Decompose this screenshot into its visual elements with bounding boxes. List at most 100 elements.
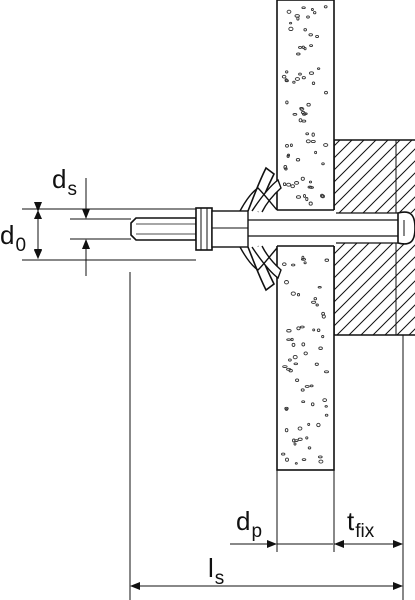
wall-speckle [301, 458, 307, 461]
wall-speckle [315, 303, 319, 307]
wall-speckle [313, 11, 317, 15]
wall-speckle [286, 9, 292, 14]
wall-speckle [292, 113, 298, 116]
wall-speckle [322, 398, 328, 402]
wall-speckle [288, 26, 294, 32]
wall-speckle [301, 400, 306, 404]
wall-speckle [314, 150, 318, 155]
wall-speckle [296, 52, 301, 56]
wall-speckle [285, 457, 289, 462]
wall-speckle [303, 28, 307, 32]
wall-speckle [309, 384, 314, 388]
wall-speckle [301, 255, 305, 260]
wall-speckle [301, 6, 306, 10]
wall-speckle [307, 422, 311, 426]
wall-speckle [301, 342, 306, 347]
ls-label: ls [208, 553, 224, 588]
wall-speckle [298, 118, 303, 123]
wall-speckle [295, 157, 301, 162]
wall-speckle [305, 139, 311, 144]
wall-speckle [302, 112, 307, 116]
wall-speckle [284, 408, 289, 411]
wall-speckle [292, 80, 296, 84]
wall-speckle [315, 34, 320, 39]
wall-speckle [323, 5, 328, 9]
wall-speckle [288, 368, 293, 373]
wall-speckle [294, 181, 300, 185]
tfix-label-sub: fix [355, 521, 375, 542]
wall-speckle [281, 74, 287, 79]
wall-speckle [286, 328, 292, 333]
tfix-label: tfix [347, 506, 374, 541]
ds-label-main: d [52, 164, 67, 194]
wall-speckle [294, 77, 300, 81]
wall-speckle [310, 8, 314, 11]
cavity-anchor [195, 166, 282, 292]
wall-speckle [301, 76, 306, 80]
wall-speckle [303, 351, 308, 356]
wall-speckle [303, 261, 307, 265]
wall-speckle [309, 186, 314, 189]
wall-speckle [321, 335, 325, 339]
wall-speckle [311, 300, 317, 304]
wall-speckle [296, 326, 301, 331]
wall-speckle [311, 132, 315, 137]
wall-speckle [314, 362, 319, 366]
wall-speckle [289, 143, 293, 147]
wall-speckle [293, 362, 299, 366]
wall-speckle [303, 193, 306, 198]
tfix-label-main: t [347, 506, 355, 536]
wall-speckle [298, 72, 302, 76]
wall-speckle [285, 70, 289, 74]
wall-speckle [304, 385, 310, 388]
wall-speckle [293, 442, 297, 446]
wall-speckle [297, 437, 303, 441]
wall-speckle [311, 81, 316, 85]
wall-speckle [303, 46, 307, 51]
wall-speckle [297, 426, 303, 431]
wall-speckle [289, 21, 293, 25]
wall-speckle [285, 143, 289, 148]
wall-speckle [324, 413, 329, 417]
wall-speckle [307, 446, 312, 450]
wall-speckle [299, 107, 305, 111]
wall-speckle [323, 370, 330, 374]
wall-speckle [321, 311, 325, 316]
wall-speckle [324, 258, 330, 262]
wall-speckle [321, 162, 325, 166]
wall-speckle [310, 139, 316, 144]
ds-label-sub: s [67, 179, 77, 200]
wall-speckle [284, 406, 289, 411]
ds-label: ds [52, 164, 77, 199]
wall-speckle [299, 325, 305, 329]
wall-speckle [282, 182, 287, 187]
dp-label-sub: p [251, 521, 263, 542]
extension-lines [129, 272, 404, 600]
wall-speckle [284, 428, 289, 433]
ls-label-sub: s [214, 568, 225, 589]
wall-speckle [306, 15, 310, 19]
d0-label: d0 [0, 222, 26, 255]
wall-speckle [283, 164, 288, 170]
dp-label: dp [236, 506, 262, 541]
plasterboard-wall [275, 0, 336, 471]
wall-speckle [295, 195, 302, 199]
wall-speckle [298, 45, 303, 49]
d0-arrowheads [34, 210, 42, 259]
wall-speckle [286, 154, 290, 158]
wall-speckle [316, 328, 321, 332]
wall-speckle [305, 132, 310, 136]
dp-label-main: d [236, 506, 251, 536]
wall-speckle [312, 328, 316, 332]
wall-speckle [308, 33, 313, 37]
wall-speckle [320, 193, 324, 198]
wall-speckle [316, 67, 321, 70]
wall-speckle [290, 291, 296, 296]
wall-speckle [300, 176, 305, 181]
wall-speckle [282, 365, 288, 368]
wall-speckle [306, 102, 311, 107]
wall-speckle [292, 438, 296, 443]
ls-label-main: l [208, 553, 214, 583]
wall-speckle [317, 286, 322, 289]
